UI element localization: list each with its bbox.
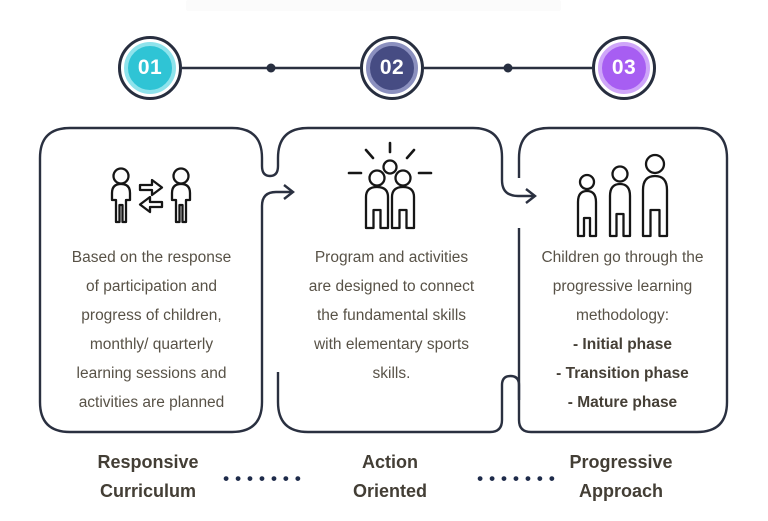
card1-outline xyxy=(38,126,291,434)
card-progressive-approach-text: Children go through the progressive lear… xyxy=(517,243,728,417)
card1-card2-top-notch xyxy=(260,165,280,178)
footer-label-progressive-approach: Progressive Approach xyxy=(531,448,711,506)
timeline-step-1: 01 xyxy=(118,36,182,100)
step-number: 01 xyxy=(137,56,163,79)
card-text-line: of participation and xyxy=(86,278,217,295)
card-responsive-curriculum-text: Based on the response of participation a… xyxy=(40,243,263,417)
card-text-line: monthly/ quarterly xyxy=(89,336,214,353)
footer-label-line: Oriented xyxy=(352,481,427,501)
arrowhead-2 xyxy=(525,188,537,204)
card-text-line: Children go through the xyxy=(541,249,704,266)
phase-item: - Initial phase xyxy=(572,336,673,353)
footer-label-responsive-curriculum: Responsive Curriculum xyxy=(58,448,238,506)
footer-label-line: Responsive xyxy=(97,452,199,472)
timeline-step-3-badge: 03 xyxy=(598,42,650,94)
card-text-line: the fundamental skills xyxy=(316,307,467,324)
timeline-step-2-badge: 02 xyxy=(366,42,418,94)
team-motivation-icon xyxy=(342,140,438,230)
card2-top-and-arrow xyxy=(276,126,533,198)
card-text-line: with elementary sports xyxy=(313,336,470,353)
card-action-oriented-text: Program and activities are designed to c… xyxy=(280,243,503,388)
timeline-step-3: 03 xyxy=(592,36,656,100)
card-text-line: progressive learning xyxy=(552,278,693,295)
card-text-line: methodology: xyxy=(575,307,670,324)
step-number: 02 xyxy=(379,56,405,79)
timeline-step-2: 02 xyxy=(360,36,424,100)
footer-dots-separator-1: ••••••• xyxy=(223,469,307,488)
cropped-title-remnant xyxy=(186,0,561,11)
footer-label-line: Curriculum xyxy=(99,481,196,501)
progressive-growth-icon xyxy=(570,152,674,238)
phase-item: - Transition phase xyxy=(556,365,689,382)
timeline-step-1-badge: 01 xyxy=(124,42,176,94)
arrowhead-1 xyxy=(283,184,295,200)
card2-card3-outline xyxy=(276,126,729,434)
card-text-line: Program and activities xyxy=(314,249,469,266)
card-text-line: are designed to connect xyxy=(308,278,475,295)
timeline-midpoint-dot-2 xyxy=(503,63,513,73)
people-exchange-icon xyxy=(107,166,195,224)
timeline-midpoint-dot-1 xyxy=(266,63,276,73)
card-text-line: activities are planned xyxy=(78,394,225,411)
footer-label-action-oriented: Action Oriented xyxy=(300,448,480,506)
footer-label-line: Action xyxy=(362,452,418,472)
phase-item: - Mature phase xyxy=(567,394,678,411)
footer-dots-separator-2: ••••••• xyxy=(477,469,561,488)
card-text-line: Based on the response xyxy=(71,249,232,266)
card-text-line: learning sessions and xyxy=(76,365,227,382)
card-text-line: skills. xyxy=(372,365,411,382)
footer-label-line: Progressive xyxy=(569,452,673,472)
step-number: 03 xyxy=(611,56,637,79)
card-text-line: progress of children, xyxy=(81,307,222,324)
footer-label-line: Approach xyxy=(578,481,663,501)
